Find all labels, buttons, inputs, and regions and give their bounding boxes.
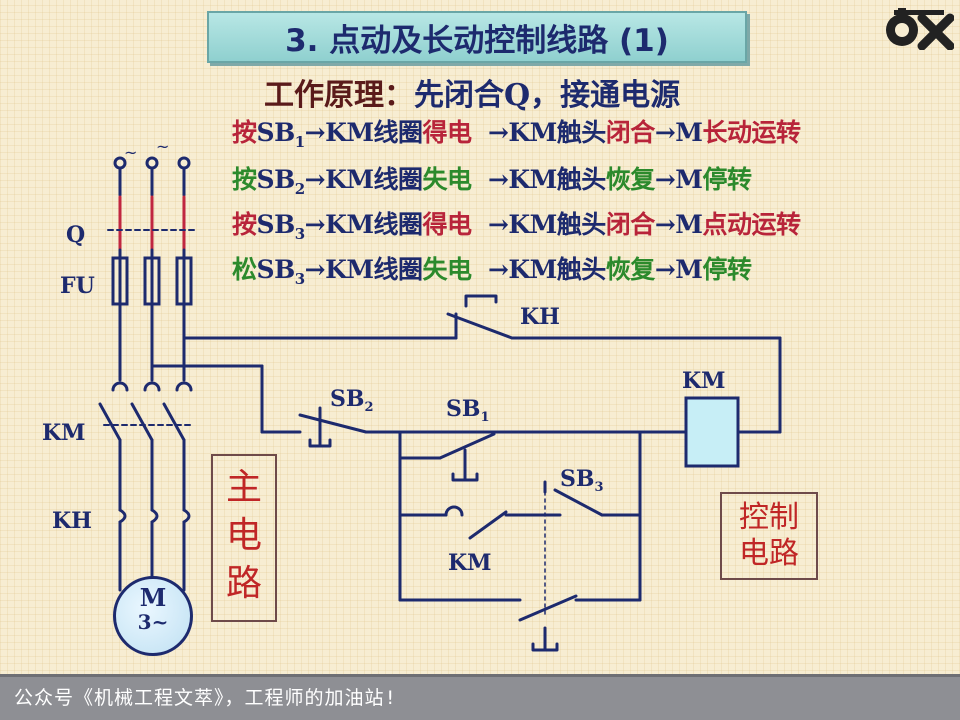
label-kh-main: KH [52,508,92,534]
step-1: 按SB1→KM线圈得电 →KM触头闭合→M长动运转 [232,113,801,151]
caption-char: 路 [225,563,262,604]
step-arrow: →M [654,118,703,147]
sb3-text: SB [560,466,595,492]
km-coil [684,396,740,468]
step-arrow: →KM触头 [487,255,606,284]
label-kh-control: KH [520,304,560,330]
step-button: SB [256,118,296,147]
label-km-coil: KM [682,368,726,394]
caption-line: 控制 [739,500,799,535]
principle-label: 工作原理： [264,78,414,113]
sb2-sub: 2 [364,400,374,415]
step-button-sub: 2 [294,180,305,198]
step-state: 得电 [422,118,473,147]
caption-char: 主 [225,467,262,508]
control-circuit-caption: 控制 电路 [720,492,818,580]
step-result: 停转 [702,165,752,194]
label-sb3: SB3 [560,466,604,495]
motor-label: M [139,583,167,612]
step-arrow: →M [654,165,703,194]
label-sb2: SB2 [330,386,374,415]
footer-bar: 公众号《机械工程文萃》，工程师的加油站! [0,674,960,720]
step-button: SB [256,210,296,239]
step-verb: 按 [232,210,257,239]
sb2-text: SB [330,386,365,412]
label-fu: FU [60,273,95,299]
step-tail: 运转 [751,118,801,147]
label-km-aux: KM [448,550,492,576]
motor: M 3~ [113,576,193,656]
principle-line: 工作原理：先闭合Q，接通电源 [264,70,680,114]
step-result: 点动 [702,210,752,239]
motor-phase: 3~ [137,610,169,634]
step-arrow: →KM触头 [487,165,606,194]
principle-text: 先闭合Q，接通电源 [414,78,681,113]
page-title: 3. 点动及长动控制线路 (1) [207,11,747,63]
step-result: 长动 [702,118,752,147]
step-arrow: →KM线圈 [304,210,423,239]
step-tail: 运转 [751,210,801,239]
step-state: 失电 [422,255,473,284]
main-circuit-caption: 主 电 路 [211,454,277,622]
svg-text:~: ~ [124,143,137,162]
sb1-text: SB [446,396,481,422]
step-4: 松SB3→KM线圈失电 →KM触头恢复→M停转 [232,250,752,288]
step-verb: 松 [232,255,257,284]
step-2: 按SB2→KM线圈失电 →KM触头恢复→M停转 [232,160,752,198]
circuit-diagram: ~ ~ [98,137,782,652]
step-state: 得电 [422,210,473,239]
step-button-sub: 1 [294,133,305,151]
caption-line: 电路 [739,536,799,571]
step-button-sub: 3 [294,270,305,288]
logo-icon [886,8,954,50]
step-contact: 恢复 [605,165,656,194]
step-contact: 恢复 [605,255,656,284]
sb3-sub: 3 [594,480,604,495]
sb1-sub: 1 [480,410,490,425]
step-verb: 按 [232,118,257,147]
step-arrow: →KM触头 [487,210,606,239]
step-arrow: →KM线圈 [304,118,423,147]
step-button-sub: 3 [294,225,305,243]
step-button: SB [256,165,296,194]
svg-text:~: ~ [156,137,169,156]
label-km-main: KM [42,420,86,446]
step-contact: 闭合 [605,118,656,147]
label-q: Q [66,222,86,248]
step-arrow: →KM触头 [487,118,606,147]
step-arrow: →M [654,255,703,284]
step-arrow: →KM线圈 [304,255,423,284]
step-3: 按SB3→KM线圈得电 →KM触头闭合→M点动运转 [232,205,801,243]
caption-char: 电 [225,515,262,556]
step-contact: 闭合 [605,210,656,239]
step-button: SB [256,255,296,284]
step-state: 失电 [422,165,473,194]
step-result: 停转 [702,255,752,284]
step-arrow: →M [654,210,703,239]
label-sb1: SB1 [446,396,490,425]
step-arrow: →KM线圈 [304,165,423,194]
step-verb: 按 [232,165,257,194]
